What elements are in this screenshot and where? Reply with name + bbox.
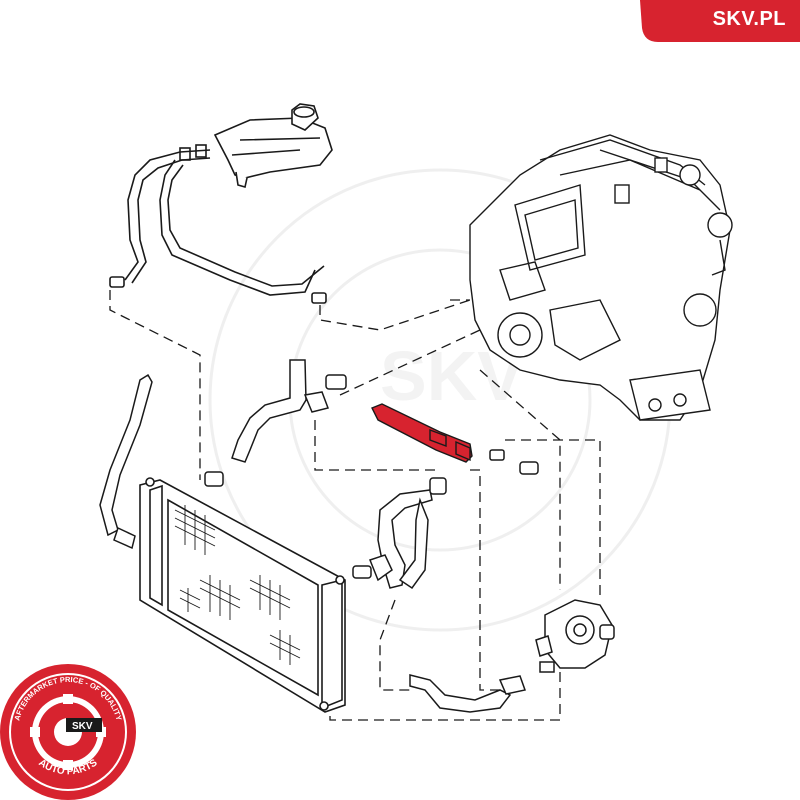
expansion-tank (213, 103, 333, 189)
tank-hoses (109, 144, 327, 304)
brand-banner (640, 0, 800, 42)
radiator (139, 477, 346, 713)
radiator-core-texture (174, 505, 301, 665)
coolant-pipe-highlighted (371, 403, 473, 463)
watermark: SKV (208, 168, 672, 632)
water-pump (535, 599, 615, 673)
brand-logo-text: SKV.PL (712, 8, 786, 30)
auto-parts-seal: SKV AFTERMARKET PRICE - OF QUALITY AUTO … (0, 664, 136, 800)
seal-center-text: SKV (72, 721, 93, 732)
engine (469, 134, 733, 421)
center-hoses (99, 359, 539, 713)
